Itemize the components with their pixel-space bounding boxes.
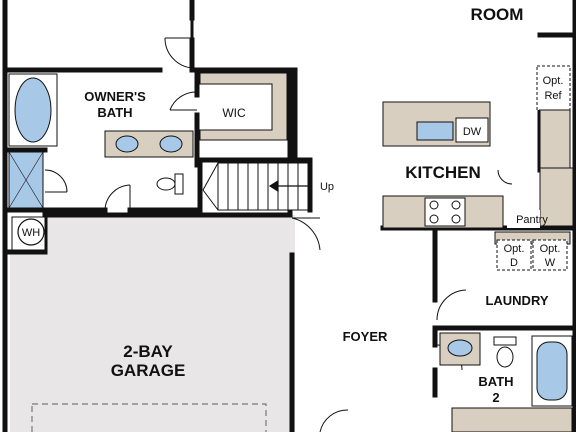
water-heater-label: WH [22, 227, 40, 239]
dining-room-label: ROOM [471, 5, 524, 24]
garage-label: 2-BAY [123, 342, 173, 361]
bath2-label: BATH [478, 374, 513, 389]
water-heater-icon [17, 218, 45, 246]
sink-icon [447, 339, 473, 357]
garage-label-2: GARAGE [111, 361, 186, 380]
bathtub-icon [536, 341, 568, 401]
pantry-shelving [539, 167, 574, 227]
toilet-icon [493, 336, 517, 368]
optional-washer [532, 239, 568, 271]
wic-label: WIC [222, 106, 246, 120]
opt-ref-label: Opt. [543, 75, 564, 87]
opt-ref-label-2: Ref [544, 90, 562, 102]
dishwasher-label: DW [463, 126, 482, 138]
owners-bath-label: OWNER'S [84, 89, 146, 104]
garage-door [31, 403, 267, 432]
kitchen-side-counter [539, 109, 571, 171]
opt-dryer-label: Opt. [504, 243, 525, 255]
sink-icon [115, 135, 139, 153]
foyer-label: FOYER [343, 329, 388, 344]
sink-icon [159, 135, 183, 153]
bath2-label-2: 2 [492, 390, 499, 405]
bathtub-icon [14, 77, 52, 143]
pantry-label: Pantry [516, 214, 548, 226]
garage-floor-upper [45, 215, 295, 255]
kitchen-label: KITCHEN [405, 163, 481, 182]
bath2-counter-bottom [451, 407, 573, 432]
kitchen-sink-icon [416, 121, 454, 141]
fridge-space [536, 65, 571, 111]
wic-shelving [199, 72, 288, 141]
laundry-label: LAUNDRY [485, 293, 548, 308]
garage-floor [10, 252, 295, 432]
stairs-up-label: Up [320, 181, 334, 193]
cooktop-icon [424, 197, 466, 227]
owners-bath-label-2: BATH [97, 105, 132, 120]
opt-dryer-label-2: D [510, 257, 518, 269]
toilet-icon [156, 173, 184, 195]
opt-washer-label-2: W [545, 257, 556, 269]
dishwasher-icon [455, 117, 489, 143]
opt-washer-label: Opt. [540, 243, 561, 255]
up-arrow-icon [268, 179, 312, 193]
optional-dryer [496, 239, 532, 271]
